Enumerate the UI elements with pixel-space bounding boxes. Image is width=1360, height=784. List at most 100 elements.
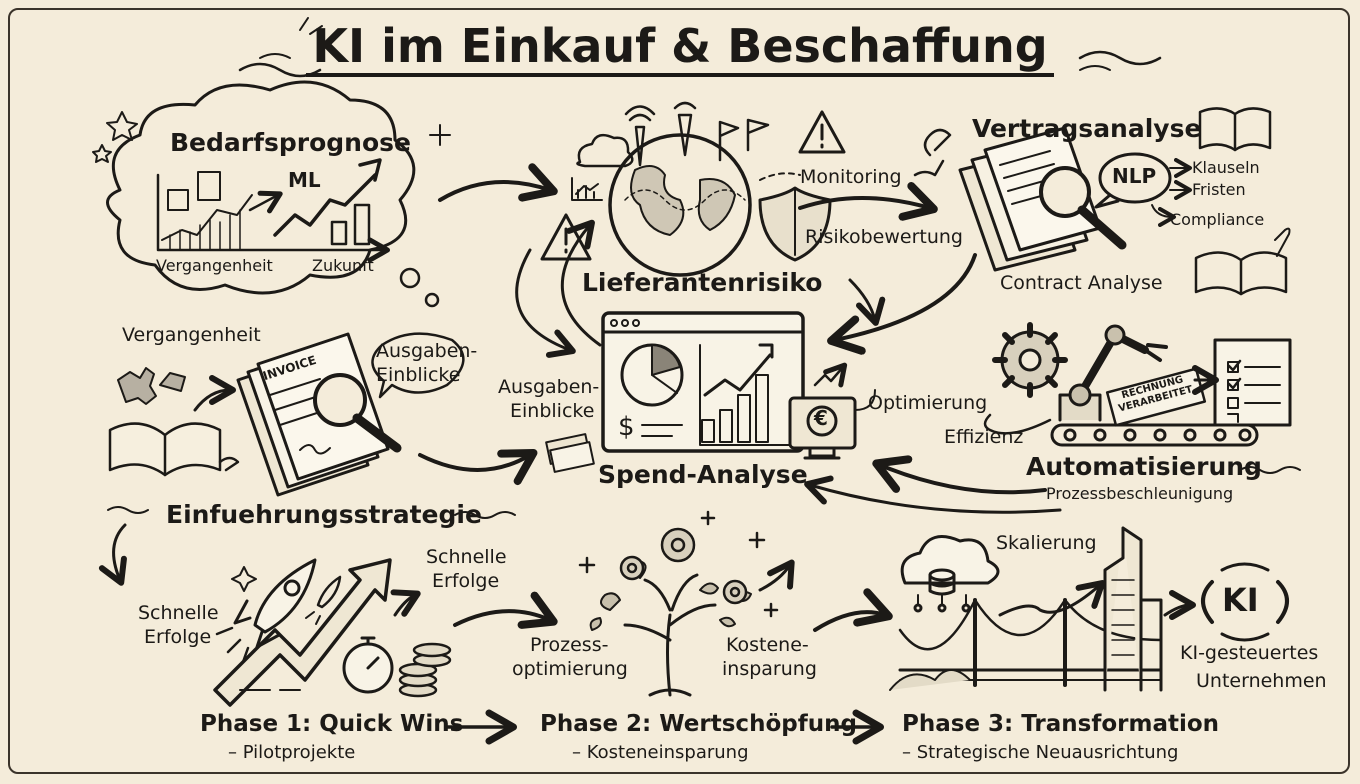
magnifier-icon xyxy=(313,373,402,453)
book-icon xyxy=(1194,107,1291,296)
crumpled-paper-icon xyxy=(117,367,186,405)
forecast-cloud xyxy=(106,80,440,308)
speech-bubble-icon xyxy=(1094,152,1172,209)
flow-arrow-icon xyxy=(813,588,893,632)
magnifier-icon xyxy=(1039,166,1127,250)
flow-arrow-icon xyxy=(827,253,977,355)
flow-arrow-icon xyxy=(515,248,576,358)
quick-wins-label-line1: Schnelle xyxy=(138,602,219,624)
globe-icon xyxy=(608,133,752,277)
flow-arrow-icon xyxy=(98,523,127,586)
flow-arrow-icon xyxy=(438,163,558,202)
flow-arrow-icon xyxy=(804,475,1062,514)
title-decoration-icon xyxy=(238,17,1162,78)
left-past-label: Vergangenheit xyxy=(122,324,261,346)
arrow-list-icon xyxy=(1151,158,1192,227)
flow-arrow-icon xyxy=(872,455,1047,495)
wave-decoration-icon xyxy=(454,511,516,519)
coins-icon xyxy=(398,642,452,698)
star-icon xyxy=(92,111,451,163)
contract-item: Klauseln xyxy=(1192,158,1260,177)
curl-icon xyxy=(854,389,876,411)
risk-assessment-label: Risikobewertung xyxy=(805,226,963,248)
phase-3-subtitle: – Strategische Neuausrichtung xyxy=(902,742,1179,763)
signal-tower-icon xyxy=(624,101,697,167)
dollar-sign: $ xyxy=(618,412,635,442)
flow-arrow-icon xyxy=(418,448,538,486)
rocket-icon xyxy=(215,558,317,664)
left-insights-label-line1: Ausgaben- xyxy=(376,340,478,362)
flow-arrow-icon xyxy=(560,219,602,347)
ki-enterprise-label-line1: KI-gesteuertes xyxy=(1180,642,1319,664)
forecast-ml-label: ML xyxy=(288,168,321,192)
curl-icon xyxy=(983,413,1052,435)
wave-decoration-icon xyxy=(1239,466,1301,474)
money-icon xyxy=(545,433,595,473)
left-insights-label-line2: Einblicke xyxy=(376,364,461,386)
contract-title: Vertragsanalyse xyxy=(972,114,1202,143)
process-label-line2: optimierung xyxy=(512,658,628,680)
rocket-small-icon xyxy=(305,575,342,625)
automation-title: Automatisierung xyxy=(1026,452,1262,481)
shield-icon xyxy=(758,186,832,262)
flow-arrow-icon xyxy=(758,559,795,592)
cloud-database-icon xyxy=(900,535,1000,613)
mini-chart-icon xyxy=(571,177,603,201)
bridge-icon xyxy=(889,598,1162,691)
dotted-link-icon xyxy=(759,172,801,181)
gear-icon xyxy=(619,527,748,605)
process-label-line1: Prozess- xyxy=(530,634,609,656)
cloud-icon xyxy=(576,133,634,168)
ki-logo-icon xyxy=(1201,562,1289,642)
contract-item: Compliance xyxy=(1170,210,1265,229)
robot-arm-icon xyxy=(1058,324,1168,422)
flow-arrow-icon xyxy=(998,580,1106,617)
growth-arrow-icon xyxy=(213,558,392,707)
contract-item: Fristen xyxy=(1192,180,1246,199)
forecast-title: Bedarfsprognose xyxy=(170,128,411,157)
forecast-chart-icon xyxy=(156,158,390,263)
flow-arrow-icon xyxy=(798,182,938,221)
flow-arrow-icon xyxy=(1163,590,1196,621)
contract-subtitle: Contract Analyse xyxy=(1000,272,1163,294)
book-icon xyxy=(108,422,222,477)
ki-enterprise-label-line2: Unternehmen xyxy=(1196,670,1327,692)
supplier-risk-title: Lieferantenrisiko xyxy=(582,268,823,297)
paperclip-icon xyxy=(923,128,952,157)
conveyor-belt-icon xyxy=(1050,423,1259,447)
spend-insights-label-line1: Ausgaben- xyxy=(498,376,600,398)
checklist-icon xyxy=(1213,338,1292,427)
spend-analysis-title: Spend-Analyse xyxy=(598,460,808,489)
quick-wins-2-label-line2: Erfolge xyxy=(432,570,500,592)
spend-insights-label-line2: Einblicke xyxy=(510,400,595,422)
flag-icon xyxy=(718,118,770,162)
optimization-label: Optimierung xyxy=(868,392,988,414)
phase-2-subtitle: – Kosteneinsparung xyxy=(572,742,749,763)
euro-monitor-icon xyxy=(788,396,857,460)
flow-arrow-icon xyxy=(193,375,236,412)
page-title: KI im Einkauf & Beschaffung xyxy=(0,19,1360,77)
wave-decoration-icon xyxy=(107,506,149,514)
flow-arrow-icon xyxy=(390,589,421,617)
skyscraper-icon xyxy=(1103,526,1163,692)
forecast-future-label: Zukunft xyxy=(312,256,374,275)
euro-sign: € xyxy=(814,406,828,430)
cost-label-line2: insparung xyxy=(722,658,817,680)
phase-1-title: Phase 1: Quick Wins xyxy=(200,711,464,737)
nlp-label: NLP xyxy=(1112,164,1157,188)
quick-wins-label-line2: Erfolge xyxy=(144,626,212,648)
strategy-title: Einfuehrungsstrategie xyxy=(166,500,482,529)
phase-1-subtitle: – Pilotprojekte xyxy=(228,742,356,763)
flow-arrow-icon xyxy=(848,278,886,326)
quick-wins-2-label-line1: Schnelle xyxy=(426,546,507,568)
paperclip-icon xyxy=(913,159,945,177)
phase-2-title: Phase 2: Wertschöpfung xyxy=(540,711,857,737)
ki-logo-text: KI xyxy=(1222,581,1259,619)
monitoring-label: Monitoring xyxy=(800,166,902,188)
dashboard-window-icon xyxy=(601,311,805,453)
efficiency-label: Effizienz xyxy=(944,426,1024,448)
speech-bubble-icon xyxy=(371,332,465,399)
phase-3-title: Phase 3: Transformation xyxy=(902,711,1220,737)
gear-icon xyxy=(992,322,1068,398)
